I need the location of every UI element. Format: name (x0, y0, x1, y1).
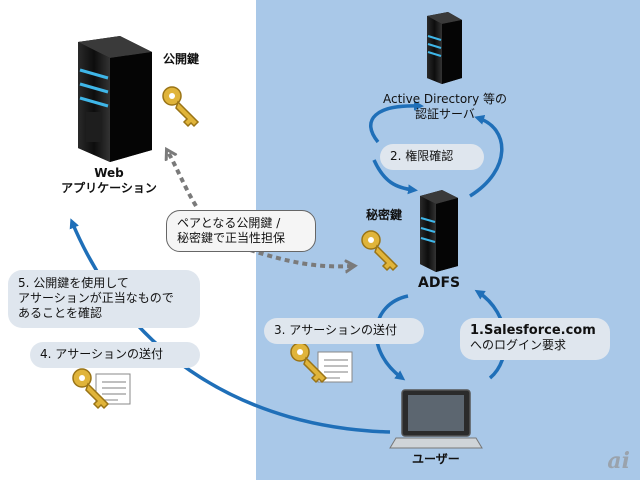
step1-line2: へのログイン要求 (470, 338, 567, 352)
web-server-icon (78, 36, 152, 162)
user-label: ユーザー (412, 452, 460, 466)
secret-key-label: 秘密鍵 (366, 208, 403, 222)
key-pair-callout-line2: 秘密鍵で正当性担保 (177, 231, 286, 245)
step2-label: 2. 権限確認 (380, 144, 484, 170)
adfs-label: ADFS (418, 275, 461, 291)
step5-label: 5. 公開鍵を使用して アサーションが正当なもので あることを確認 (8, 270, 200, 328)
web-app-label-line2: アプリケーション (61, 181, 157, 195)
step3-text: 3. アサーションの送付 (274, 323, 398, 337)
public-key-label: 公開鍵 (163, 52, 200, 66)
step4-text: 4. アサーションの送付 (40, 347, 164, 361)
ad-to-adfs-left-arrow (369, 100, 424, 144)
step2-text: 2. 権限確認 (390, 149, 454, 163)
step5-line1: 5. 公開鍵を使用して (18, 276, 129, 290)
ad-server-label-line1: Active Directory 等の (382, 92, 508, 106)
web-app-label: Web アプリケーション (54, 166, 164, 196)
pair-to-public-key-arrow (168, 152, 198, 208)
check-rights-arrow-down (372, 159, 418, 195)
ad-server-icon (427, 12, 462, 84)
step1-label: 1.Salesforce.com へのログイン要求 (460, 318, 610, 360)
web-app-label-line1: Web (94, 166, 124, 180)
pair-to-secret-key-arrow (249, 248, 352, 266)
site-logo: ai (607, 448, 630, 474)
step5-line3: あることを確認 (18, 306, 103, 320)
public-key-icon (162, 86, 199, 127)
assertion-document-icon-step4 (72, 368, 131, 409)
ad-server-label: Active Directory 等の 認証サーバ (370, 92, 520, 122)
ad-server-label-line2: 認証サーバ (415, 107, 475, 121)
key-pair-callout-line1: ペアとなる公開鍵 / (177, 216, 281, 230)
assertion-document-icon-step3 (290, 342, 353, 383)
step4-label: 4. アサーションの送付 (30, 342, 200, 368)
adfs-server-icon (420, 190, 458, 272)
secret-key-icon (361, 230, 398, 271)
laptop-icon (389, 389, 483, 449)
step1-line1: 1.Salesforce.com (470, 323, 596, 338)
step5-line2: アサーションが正当なもので (18, 291, 174, 305)
step3-label: 3. アサーションの送付 (264, 318, 424, 344)
adfs-to-ad-arrow (469, 115, 504, 198)
key-pair-callout: ペアとなる公開鍵 / 秘密鍵で正当性担保 (166, 210, 316, 252)
